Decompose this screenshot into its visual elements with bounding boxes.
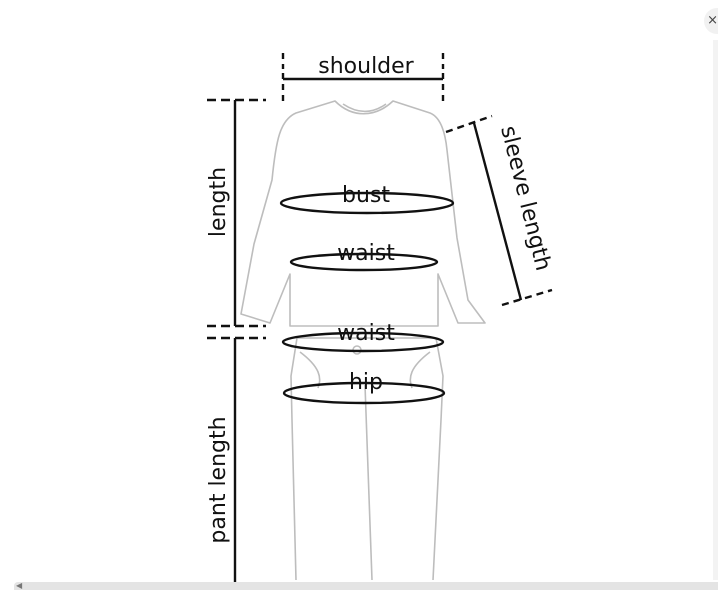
sleeve-length-label: sleeve length [495,123,555,273]
shoulder-label: shoulder [318,54,414,79]
pants-pocket-left [299,351,321,389]
waist-measure-ring [289,252,439,272]
pant-length-label: pant length [206,416,231,543]
pants-waist-measure-ring [281,331,445,353]
bust-measure-ring [279,191,455,215]
pants-pocket-right [409,351,431,389]
top-neck [342,103,387,113]
vertical-scrollbar[interactable] [713,40,718,580]
close-icon: × [707,13,718,28]
waist-label-top: waist [337,241,395,266]
hip-measure-ring [282,381,446,405]
waist-label-pants: waist [337,321,395,346]
hip-label: hip [349,370,383,395]
bust-label: bust [342,183,390,208]
sleeve-length-line [472,122,523,301]
horizontal-scrollbar[interactable] [14,582,718,590]
scroll-left-icon[interactable]: ◀ [16,581,23,590]
top-outline [240,100,486,327]
close-button[interactable]: × [704,8,718,34]
length-label: length [206,167,231,237]
